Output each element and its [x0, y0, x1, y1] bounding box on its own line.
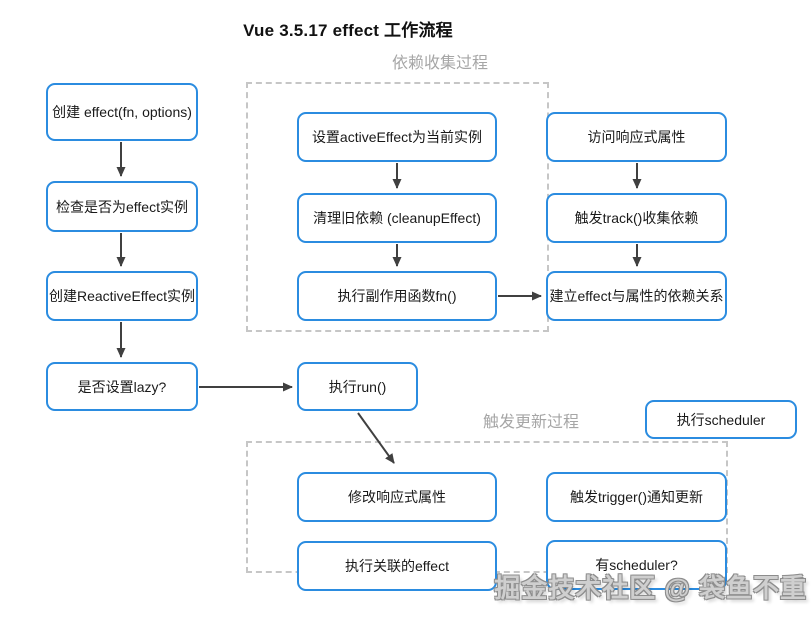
node-create-effect: 创建 effect(fn, options): [46, 83, 198, 141]
diagram-title: Vue 3.5.17 effect 工作流程: [243, 21, 453, 40]
node-run-side-effect-fn: 执行副作用函数fn(): [297, 271, 497, 321]
node-run-related-effects: 执行关联的effect: [297, 541, 497, 591]
node-has-scheduler: 有scheduler?: [546, 540, 727, 590]
node-modify-reactive-prop: 修改响应式属性: [297, 472, 497, 522]
node-set-active-effect: 设置activeEffect为当前实例: [297, 112, 497, 162]
node-run: 执行run(): [297, 362, 418, 411]
group-label-trigger-update: 触发更新过程: [483, 414, 580, 431]
node-run-scheduler: 执行scheduler: [645, 400, 797, 439]
node-create-reactive-effect: 创建ReactiveEffect实例: [46, 271, 198, 321]
node-cleanup-effect: 清理旧依赖 (cleanupEffect): [297, 193, 497, 243]
node-track-deps: 触发track()收集依赖: [546, 193, 727, 243]
node-build-dep-relation: 建立effect与属性的依赖关系: [546, 271, 727, 321]
node-access-reactive-prop: 访问响应式属性: [546, 112, 727, 162]
group-label-dependency-collection: 依赖收集过程: [392, 55, 489, 72]
node-check-instance: 检查是否为effect实例: [46, 181, 198, 232]
node-trigger-notify: 触发trigger()通知更新: [546, 472, 727, 522]
watermark: 掘金技术社区 @ 袋鱼不重: [494, 573, 807, 603]
node-lazy-check: 是否设置lazy?: [46, 362, 198, 411]
